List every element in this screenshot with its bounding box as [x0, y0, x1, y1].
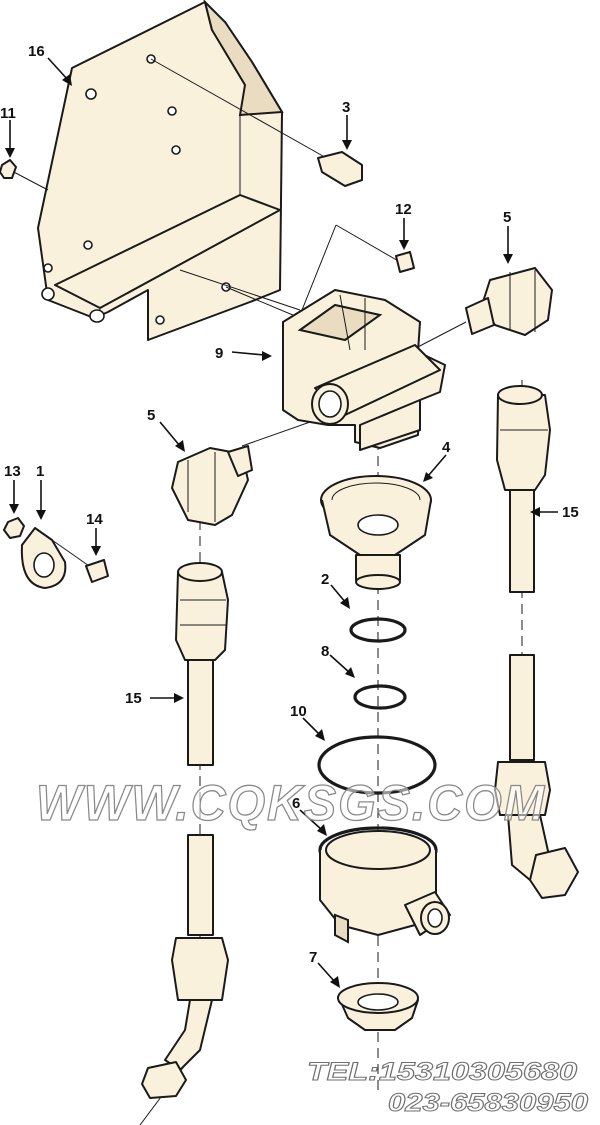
filter-bowl [318, 826, 451, 944]
callout-7: 7 [309, 949, 317, 966]
contact-phone: TEL:15310305680 [307, 1058, 577, 1086]
callout-13: 13 [4, 463, 21, 480]
callout-15-right: 15 [562, 504, 579, 521]
callout-11: 11 [0, 105, 16, 122]
clamp-assembly [3, 517, 109, 589]
callout-1: 1 [36, 463, 44, 480]
callout-3: 3 [342, 99, 350, 116]
watermark-text: WWW.CQKSGS.COM [36, 775, 546, 831]
drain-cup [337, 982, 419, 1031]
elbow-fitting-left [171, 445, 253, 526]
mounting-bracket [37, 0, 284, 341]
callout-10: 10 [290, 703, 307, 720]
callout-16: 16 [28, 43, 45, 60]
fasteners [0, 151, 415, 273]
filter-adapter [320, 475, 432, 590]
hose-assembly-left [141, 562, 229, 1099]
callout-2: 2 [321, 571, 329, 588]
callout-labels: 16 11 3 12 5 9 5 4 15 13 1 14 2 8 15 10 … [0, 43, 579, 966]
elbow-fitting-right [465, 267, 553, 336]
callout-15-left: 15 [125, 690, 142, 707]
callout-9: 9 [215, 345, 223, 362]
callout-4: 4 [442, 439, 451, 456]
callout-6: 6 [292, 795, 300, 812]
filter-head [282, 289, 446, 451]
callout-12: 12 [395, 201, 412, 218]
callout-arrows [5, 57, 558, 988]
hose-assembly-right [494, 385, 579, 899]
callout-8: 8 [321, 643, 329, 660]
callout-5-left: 5 [147, 407, 155, 424]
callout-14: 14 [86, 511, 103, 528]
contact-alt-phone: 023-65830950 [388, 1089, 588, 1117]
seal-rings [317, 617, 437, 795]
callout-5-right: 5 [503, 209, 511, 226]
